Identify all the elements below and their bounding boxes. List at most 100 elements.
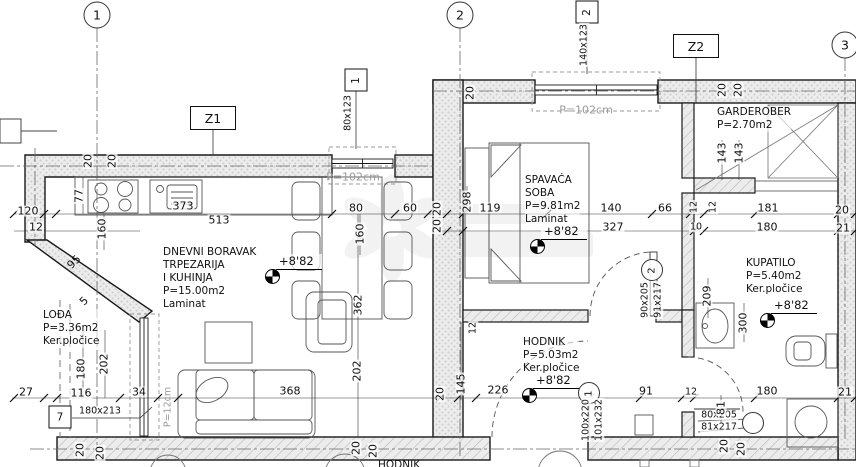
dim: 513: [207, 213, 231, 227]
neighbor-room-label: HODNIK: [378, 459, 421, 467]
room-name: SOBA: [525, 187, 581, 200]
room-label-bedroom: SPAVAĆA SOBA P=9.81m2 Laminat: [525, 174, 581, 226]
dim: 77: [72, 188, 86, 204]
room-label-wardrobe: GARDEROBER P=2.70m2: [717, 106, 792, 132]
dim: 80: [348, 201, 364, 215]
grid-marker-1: 1: [83, 1, 111, 29]
dim: 209: [700, 284, 714, 308]
room-name: LOĐA: [43, 309, 100, 322]
glass-area-label: P=102cm: [559, 103, 613, 117]
room-floor: Ker.pločice: [523, 362, 580, 375]
room-name: HODNIK: [523, 336, 580, 349]
dim: 373: [171, 199, 195, 213]
dim: 20: [93, 445, 107, 461]
washing-machine: [786, 398, 839, 448]
dim: 21: [835, 221, 851, 235]
window-tag-label: 2: [581, 8, 593, 16]
neighbor-furniture: [150, 450, 700, 467]
dim: 20: [81, 153, 95, 169]
dim: 202: [350, 359, 364, 383]
door-size: 91x217: [652, 281, 664, 319]
window-bedroom: [531, 71, 661, 112]
dim: 143: [732, 141, 746, 165]
dim: 140: [599, 201, 623, 215]
sink-cabinet: [149, 179, 203, 214]
dim: 12: [28, 220, 44, 234]
room-floor: Ker.pločice: [43, 335, 100, 348]
dim: 160: [353, 222, 367, 246]
door-tag-label: 7: [56, 411, 64, 423]
pillow: [195, 376, 229, 404]
elevation-symbol: [760, 313, 775, 328]
elevation-marker: +8'82: [530, 224, 587, 254]
dim: 20: [430, 218, 444, 234]
elevation-marker: +8'82: [522, 373, 579, 403]
window-kitchen: [328, 146, 397, 185]
zone-tag-z1: Z1: [190, 106, 236, 130]
dim: 20: [734, 441, 748, 457]
dim: 12: [467, 320, 479, 336]
glass-area-label: P=102cm: [326, 170, 380, 184]
room-floor: Laminat: [163, 298, 257, 311]
dim: 20: [105, 153, 119, 169]
dim: 27: [18, 385, 34, 399]
dim: 180: [755, 220, 779, 234]
dim: 226: [486, 383, 510, 397]
dim: 181: [756, 201, 780, 215]
door-tag-label: 2: [646, 266, 658, 274]
dim: 20: [430, 201, 444, 217]
bath-sink: [695, 302, 735, 349]
door-tag-7: 7: [48, 405, 72, 429]
dim: 20: [366, 443, 380, 459]
dim: 160: [95, 217, 109, 241]
dim: 298: [460, 190, 474, 214]
dim: 300: [736, 311, 750, 335]
grid-axes: [0, 28, 856, 460]
zone-tag-label: Z2: [687, 38, 705, 54]
room-name: TRPEZARIJA: [163, 259, 257, 272]
dim: 60: [402, 201, 418, 215]
room-label-bathroom: KUPATILO P=5.40m2 Ker.pločice: [746, 257, 803, 296]
window-size: 80x123: [342, 94, 354, 132]
coffee-table: [204, 321, 253, 364]
bottom-wall: [56, 436, 839, 461]
room-floor: Laminat: [525, 213, 581, 226]
grid-marker-label: 1: [93, 7, 101, 23]
dim: 180: [755, 384, 779, 398]
door-size: 81x217: [700, 421, 738, 433]
window-tag-1: 1: [344, 68, 368, 92]
grid-marker-label: 3: [841, 37, 849, 53]
door-swing-tag: [742, 412, 764, 434]
elevation-value: +8'82: [541, 224, 587, 240]
dim: 20: [463, 85, 477, 101]
dim: 34: [131, 385, 147, 399]
room-area: P=2.70m2: [717, 119, 792, 132]
elevation-symbol: [265, 269, 280, 284]
sofa: [177, 369, 316, 439]
elevation-value: +8'82: [771, 298, 817, 314]
dim: 20: [731, 82, 745, 98]
room-area: P=5.40m2: [746, 270, 803, 283]
dim: 12: [688, 199, 700, 215]
elevation-value: +8'82: [533, 373, 579, 389]
room-name: I KUHINJA: [163, 272, 257, 285]
elevation-marker: +8'82: [265, 254, 322, 284]
grid-marker-3: 3: [831, 31, 856, 59]
door-tag-label: 1: [583, 389, 595, 397]
zone-tag-label: Z1: [204, 110, 222, 126]
room-floor: Ker.pločice: [746, 283, 803, 296]
dim: 119: [478, 201, 502, 215]
stove: [87, 179, 139, 214]
dim: 327: [601, 220, 625, 234]
dim: 20: [717, 438, 731, 454]
window-size: 140x123: [578, 23, 590, 67]
loggia-door: [129, 313, 160, 441]
dim: 10: [688, 221, 704, 233]
room-area: P=15.00m2: [163, 285, 257, 298]
room-area: P=5.03m2: [523, 349, 580, 362]
room-name: SPAVAĆA: [525, 174, 581, 187]
dim: 116: [69, 386, 93, 400]
dim: 12: [683, 386, 699, 398]
room-area: P=3.36m2: [43, 322, 100, 335]
elevation-symbol: [530, 239, 545, 254]
